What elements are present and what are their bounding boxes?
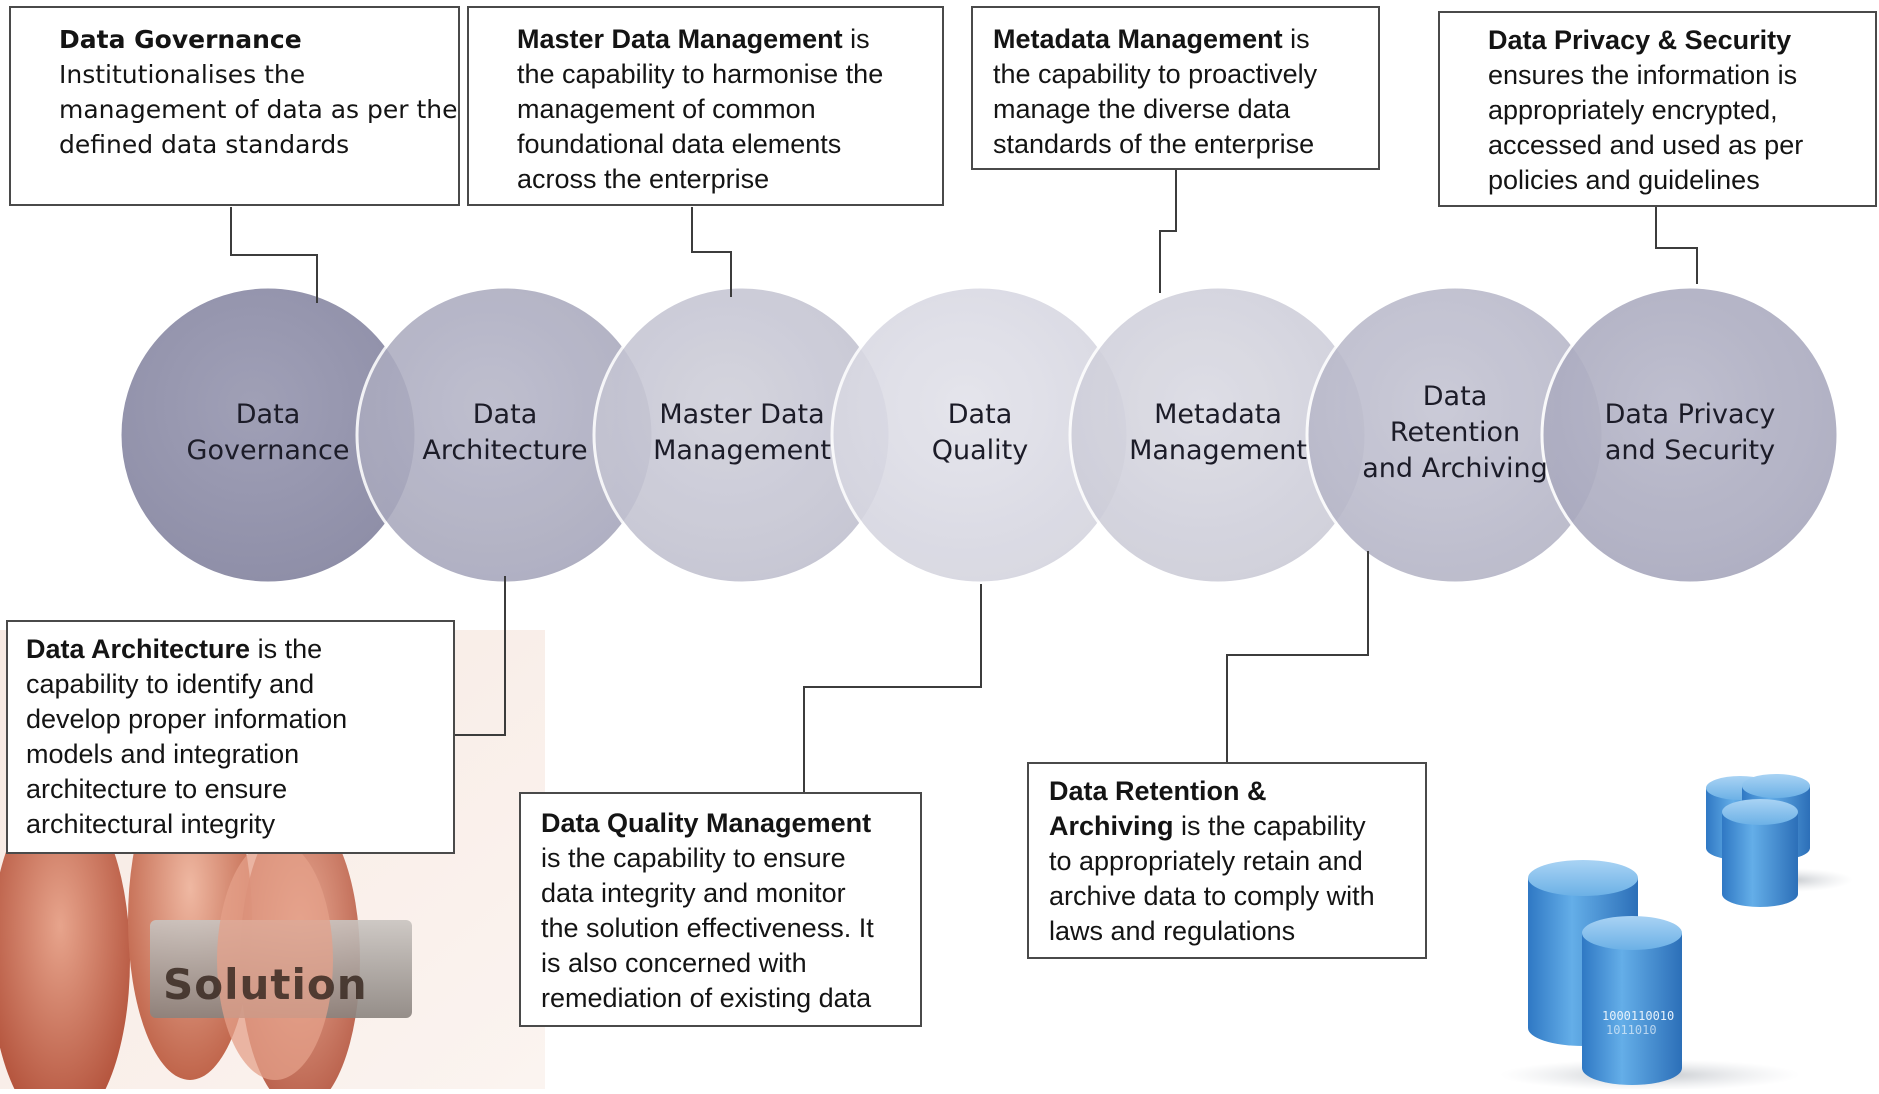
callout-line: models and integration xyxy=(26,739,300,769)
label-line: Metadata xyxy=(1154,399,1282,430)
connector-privacy xyxy=(1655,207,1698,284)
callout-line: is also concerned with xyxy=(541,948,807,978)
circle-label-metadata-management: Metadata Management xyxy=(1118,397,1318,469)
callout-line: data integrity and monitor xyxy=(541,878,846,908)
callout-line: accessed and used as per xyxy=(1488,130,1804,160)
circle-label-data-quality: Data Quality xyxy=(880,397,1080,469)
label-line: Data xyxy=(472,399,538,430)
label-line: Architecture xyxy=(422,435,588,466)
label-line: Data xyxy=(947,399,1013,430)
label-line: Governance xyxy=(186,435,350,466)
circle-label-data-architecture: Data Architecture xyxy=(405,397,605,469)
callout-line: standards of the enterprise xyxy=(993,129,1315,159)
connector-architecture xyxy=(455,576,506,736)
callout-title: Data Governance xyxy=(59,25,302,54)
connector-retention xyxy=(1226,551,1369,762)
callout-line: policies and guidelines xyxy=(1488,165,1760,195)
callout-title-tail: is xyxy=(842,24,870,54)
label-line: Data xyxy=(1422,381,1488,412)
callout-title: Data Architecture xyxy=(26,634,251,664)
callout-master-data-management: Master Data Management is the capability… xyxy=(467,6,944,206)
database-code-2: 1011010 xyxy=(1606,1023,1657,1037)
callout-line: defined data standards xyxy=(59,130,350,159)
callout-line: to appropriately retain and xyxy=(1049,846,1363,876)
callout-title: Archiving xyxy=(1049,811,1174,841)
connector-metadata xyxy=(1159,170,1177,293)
connector-quality xyxy=(803,584,982,792)
callout-metadata-management: Metadata Management is the capability to… xyxy=(971,6,1380,170)
callout-line: develop proper information xyxy=(26,704,348,734)
connector-governance xyxy=(230,207,318,303)
callout-title-tail: is the capability xyxy=(1173,811,1366,841)
callout-data-architecture: Data Architecture is the capability to i… xyxy=(6,620,455,854)
callout-line: archive data to comply with xyxy=(1049,881,1375,911)
label-line: Master Data xyxy=(659,399,825,430)
database-code-1: 1000110010 xyxy=(1602,1009,1674,1023)
callout-line: foundational data elements xyxy=(517,129,842,159)
circle-label-master-data-management: Master Data Management xyxy=(642,397,842,469)
callout-title: Master Data Management xyxy=(517,24,843,54)
callout-line: management of data as per the xyxy=(59,95,458,124)
label-line: and Security xyxy=(1604,435,1776,466)
callout-line: architecture to ensure xyxy=(26,774,288,804)
callout-line: the capability to proactively xyxy=(993,59,1318,89)
label-line: Management xyxy=(653,435,831,466)
callout-data-retention: Data Retention & Archiving is the capabi… xyxy=(1027,762,1427,959)
circle-label-data-retention: Data Retention and Archiving xyxy=(1355,379,1555,487)
callout-title: Data Privacy & Security xyxy=(1488,25,1792,55)
label-line: Retention xyxy=(1389,417,1521,448)
callout-line: the solution effectiveness. It xyxy=(541,913,874,943)
label-line: and Archiving xyxy=(1362,453,1548,484)
database-icon: 1000110010 1011010 xyxy=(1500,774,1853,1089)
callout-line: architectural integrity xyxy=(26,809,276,839)
callout-title: Data Retention & xyxy=(1049,776,1267,806)
callout-line: manage the diverse data xyxy=(993,94,1291,124)
callout-title: Data Quality Management xyxy=(541,808,872,838)
callout-line: the capability to harmonise the xyxy=(517,59,884,89)
circle-data-privacy xyxy=(1540,285,1840,585)
label-line: Data Privacy xyxy=(1604,399,1776,430)
callout-line: remediation of existing data xyxy=(541,983,872,1013)
connector-mdm xyxy=(691,207,732,297)
callout-title-tail: is the xyxy=(250,634,323,664)
callout-line: across the enterprise xyxy=(517,164,770,194)
callout-data-governance: Data Governance Institutionalises the ma… xyxy=(9,6,460,206)
callout-line: appropriately encrypted, xyxy=(1488,95,1778,125)
callout-line: ensures the information is xyxy=(1488,60,1798,90)
label-line: Data xyxy=(235,399,301,430)
callout-line: management of common xyxy=(517,94,816,124)
label-line: Management xyxy=(1129,435,1307,466)
circle-label-data-privacy: Data Privacy and Security xyxy=(1590,397,1790,469)
circle-label-data-governance: Data Governance xyxy=(168,397,368,469)
callout-data-privacy: Data Privacy & Security ensures the info… xyxy=(1438,11,1877,207)
callout-data-quality: Data Quality Management is the capabilit… xyxy=(519,792,922,1027)
callout-line: laws and regulations xyxy=(1049,916,1296,946)
callout-title-tail: is xyxy=(1282,24,1310,54)
callout-line: capability to identify and xyxy=(26,669,315,699)
callout-line: is the capability to ensure xyxy=(541,843,846,873)
callout-line: Institutionalises the xyxy=(59,60,306,89)
solution-button-text: Solution xyxy=(163,960,368,1009)
callout-title: Metadata Management xyxy=(993,24,1283,54)
label-line: Quality xyxy=(931,435,1029,466)
